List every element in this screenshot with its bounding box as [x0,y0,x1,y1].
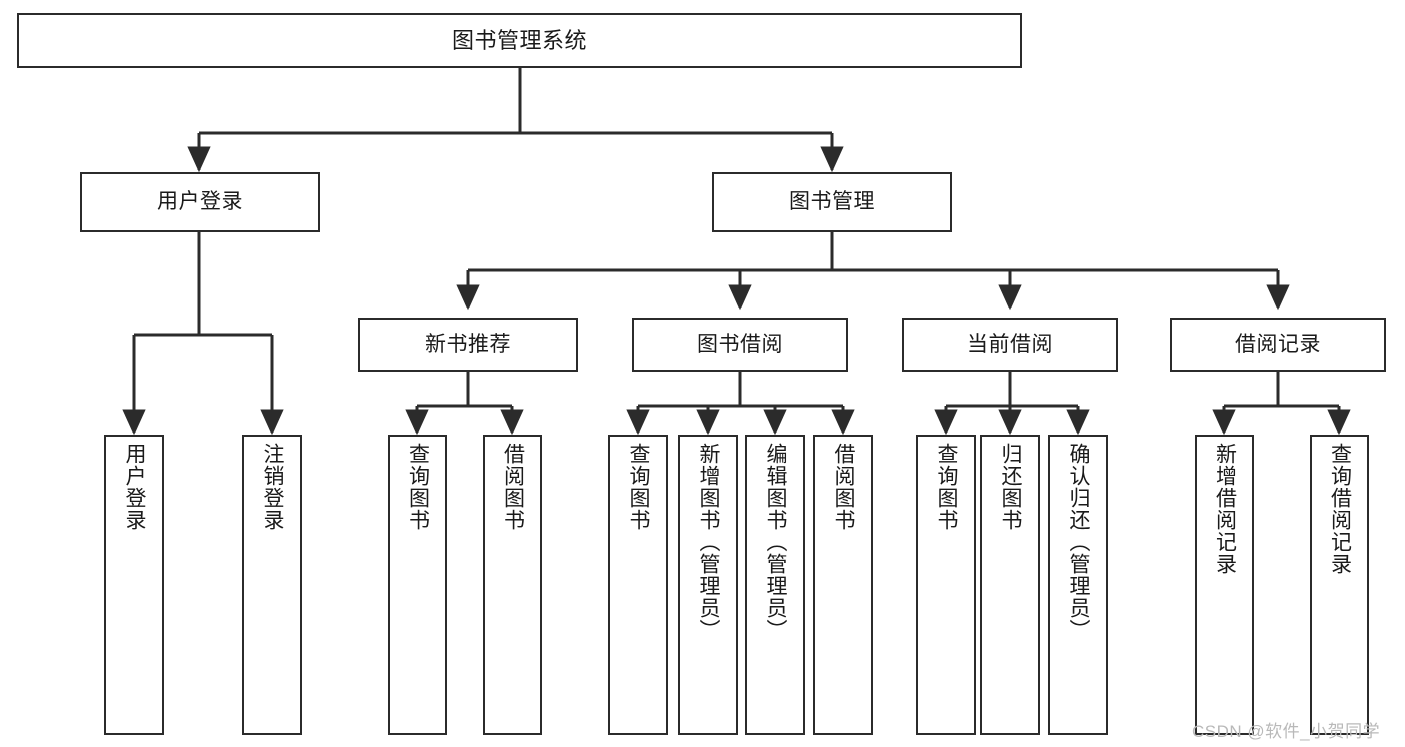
node-label: 借阅记录 [1235,332,1321,356]
node-borrow-record[interactable]: 借阅记录 [1170,318,1386,372]
node-leaf-borrow-book-newbook[interactable]: 借阅图书 [483,435,542,735]
node-label: 注销登录 [261,443,285,531]
node-label: 借阅图书 [501,443,525,531]
node-label: 查询图书 [627,443,651,531]
node-label: 查询图书 [406,443,430,531]
node-leaf-edit-book-admin[interactable]: 编辑图书（管理员） [745,435,805,735]
node-leaf-logout[interactable]: 注销登录 [242,435,302,735]
node-leaf-query-book-borrow[interactable]: 查询图书 [608,435,668,735]
node-label: 归还图书 [999,443,1023,531]
node-leaf-return-book[interactable]: 归还图书 [980,435,1040,735]
node-leaf-confirm-return-admin[interactable]: 确认归还（管理员） [1048,435,1108,735]
node-leaf-query-book-current[interactable]: 查询图书 [916,435,976,735]
node-label: 查询图书 [935,443,959,531]
node-label: 确认归还（管理员） [1067,443,1091,641]
node-label: 新书推荐 [425,332,511,356]
node-book-borrow[interactable]: 图书借阅 [632,318,848,372]
node-label: 当前借阅 [967,332,1053,356]
node-label: 用户登录 [157,189,243,213]
node-label: 新增借阅记录 [1213,443,1237,575]
node-new-book-recommend[interactable]: 新书推荐 [358,318,578,372]
node-leaf-add-borrow-record[interactable]: 新增借阅记录 [1195,435,1254,735]
node-user-login[interactable]: 用户登录 [80,172,320,232]
node-leaf-add-book-admin[interactable]: 新增图书（管理员） [678,435,738,735]
node-label: 编辑图书（管理员） [764,443,788,641]
node-label: 新增图书（管理员） [697,443,721,641]
node-label: 图书管理 [789,189,875,213]
node-label: 查询借阅记录 [1328,443,1352,575]
node-leaf-user-login[interactable]: 用户登录 [104,435,164,735]
node-label: 借阅图书 [832,443,856,531]
node-label: 图书借阅 [697,332,783,356]
node-leaf-query-borrow-record[interactable]: 查询借阅记录 [1310,435,1369,735]
node-leaf-query-book-newbook[interactable]: 查询图书 [388,435,447,735]
node-current-borrow[interactable]: 当前借阅 [902,318,1118,372]
node-book-management[interactable]: 图书管理 [712,172,952,232]
node-label: 用户登录 [123,443,147,531]
csdn-watermark: CSDN @软件_小贺同学 [1192,722,1381,741]
node-leaf-borrow-book[interactable]: 借阅图书 [813,435,873,735]
node-root-book-management-system[interactable]: 图书管理系统 [17,13,1022,68]
node-label: 图书管理系统 [451,27,587,53]
